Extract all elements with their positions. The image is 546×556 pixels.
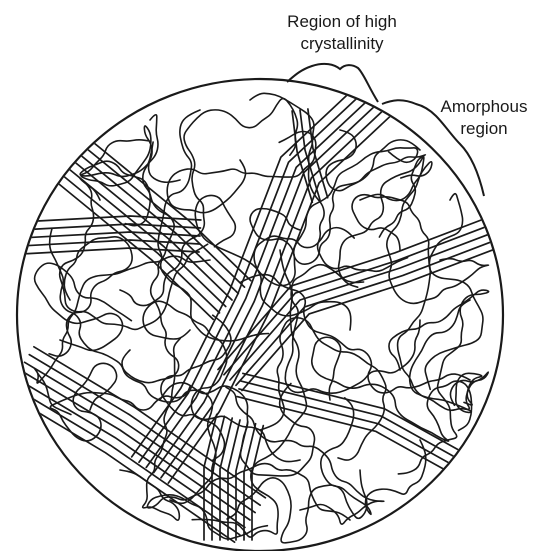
crystalline-chain: [203, 413, 218, 541]
amorphous-label-line-1: Amorphous: [440, 97, 528, 116]
amorphous-chain: [160, 314, 301, 463]
amorphous-chain: [33, 255, 211, 416]
crystalline-chain: [18, 215, 202, 223]
amorphous-chain: [157, 109, 270, 342]
crystalline-label-line-2: crystallinity: [300, 34, 384, 53]
amorphous-chain: [259, 316, 387, 461]
crystalline-chain: [243, 422, 257, 541]
amorphous-chain: [396, 192, 490, 412]
crystalline-chain: [42, 170, 215, 321]
crystalline-label-line-1: Region of high: [287, 12, 397, 31]
crystalline-chain: [227, 419, 241, 541]
crystalline-chain: [236, 395, 466, 482]
polymer-chain-group: [18, 80, 502, 544]
amorphous-chain: [119, 337, 182, 521]
amorphous-chain: [194, 194, 301, 287]
crystalline-chain: [130, 80, 366, 458]
crystalline-region-bracket: [286, 62, 379, 103]
crystalline-chain: [138, 84, 372, 464]
crystalline-chain: [145, 90, 378, 469]
crystalline-chain: [299, 109, 321, 201]
crystalline-chain: [18, 223, 202, 231]
amorphous-chain: [408, 299, 483, 414]
crystalline-chain: [47, 163, 221, 314]
crystalline-chain: [20, 247, 200, 255]
amorphous-region-bracket: [381, 99, 485, 197]
amorphous-chain: [48, 236, 133, 357]
amorphous-chain: [386, 160, 490, 305]
amorphous-chain: [49, 362, 192, 442]
amorphous-chain: [33, 262, 133, 352]
amorphous-chain: [320, 397, 427, 516]
amorphous-chain: [388, 289, 490, 475]
crystalline-chain: [307, 108, 329, 199]
crystalline-chain: [235, 236, 502, 387]
crystalline-chain: [240, 380, 473, 468]
crystalline-chain: [211, 415, 226, 541]
crystalline-chain: [28, 353, 262, 507]
crystalline-chain: [217, 214, 496, 371]
crystalline-chain: [152, 97, 384, 474]
amorphous-chain: [119, 97, 299, 307]
crystalline-chain: [19, 239, 201, 247]
crystalline-chain: [18, 384, 241, 536]
amorphous-chain: [191, 249, 308, 538]
amorphous-chain: [249, 92, 409, 273]
amorphous-chain: [284, 263, 421, 394]
crystalline-chain: [219, 417, 234, 541]
crystalline-chain: [291, 110, 314, 204]
amorphous-chain: [310, 336, 473, 443]
amorphous-chain: [337, 155, 425, 284]
amorphous-chain: [48, 227, 217, 505]
crystalline-chain: [33, 345, 267, 499]
amorphous-label-line-2: region: [460, 119, 508, 138]
amorphous-chain: [58, 177, 209, 331]
amorphous-chain: [226, 469, 368, 544]
crystalline-chain: [241, 244, 502, 392]
crystalline-chain: [19, 231, 201, 239]
crystalline-chain: [160, 103, 391, 479]
amorphous-chain: [351, 193, 484, 391]
crystalline-region-label: Region of high crystallinity: [262, 11, 422, 55]
amorphous-chain: [80, 125, 181, 187]
amorphous-region-label: Amorphous region: [426, 96, 542, 140]
amorphous-chain: [166, 130, 317, 214]
amorphous-chain: [253, 226, 355, 331]
amorphous-chain: [121, 141, 180, 384]
crystalline-chain: [19, 369, 251, 521]
amorphous-chain: [159, 381, 316, 477]
amorphous-chain: [146, 462, 351, 540]
amorphous-chain: [225, 386, 385, 525]
amorphous-chain: [240, 273, 471, 394]
crystalline-chain: [76, 128, 252, 282]
amorphous-chain: [325, 129, 427, 238]
